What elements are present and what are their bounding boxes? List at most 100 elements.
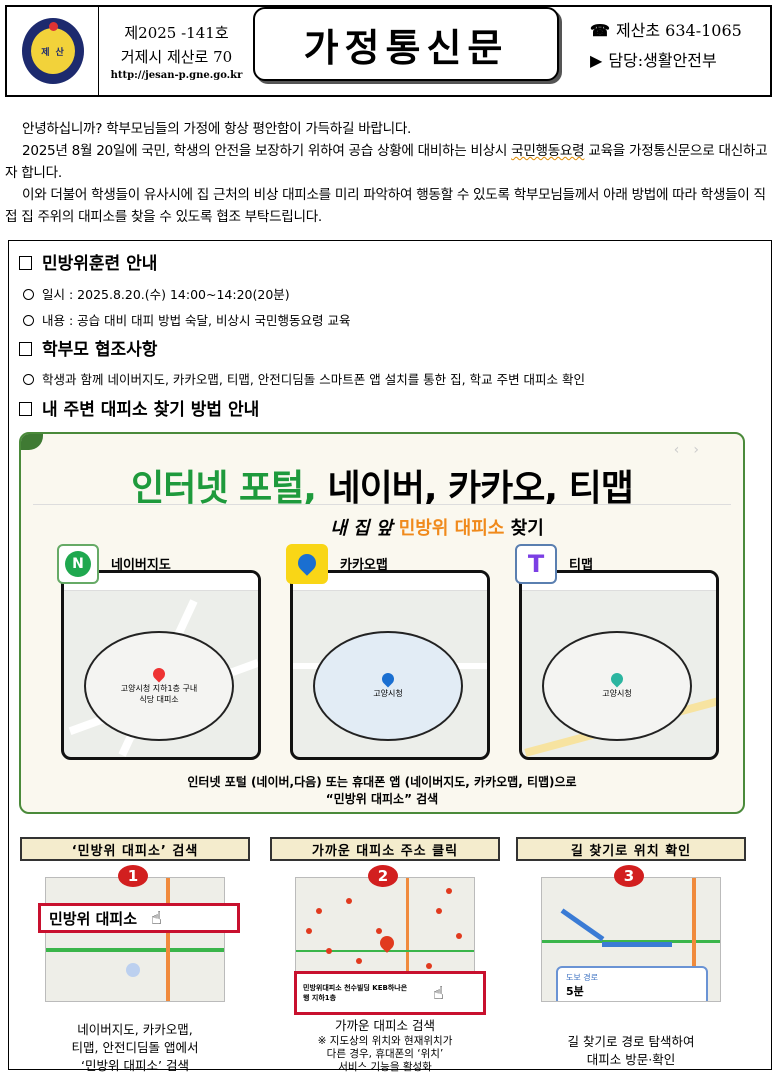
poster-subtitle: 내 집 앞 민방위 대피소 찾기 bbox=[21, 514, 743, 540]
hand-pointer-icon: ☝ bbox=[433, 982, 444, 1004]
sub-orange: 민방위 대피소 bbox=[398, 518, 505, 539]
map-pin-icon bbox=[150, 665, 168, 682]
hand-pointer-icon: ☝ bbox=[151, 907, 162, 929]
emblem-char: 산 bbox=[55, 47, 64, 58]
step-1: ‘민방위 대피소’ 검색 1 민방위 대피소☝ 네이버지도, 카카오맵, 티맵,… bbox=[20, 837, 250, 1075]
caption-line: “민방위 대피소” 검색 bbox=[325, 792, 439, 806]
item-text: 학생과 함께 네이버지도, 카카오맵, 티맵, 안전디딤돌 스마트폰 앱 설치를… bbox=[42, 372, 586, 387]
search-box-highlight: 민방위 대피소☝ bbox=[38, 903, 240, 933]
heading-text: 학부모 협조사항 bbox=[42, 340, 158, 360]
icon-letter: T bbox=[527, 550, 545, 578]
checkbox-square-icon bbox=[19, 256, 32, 270]
step-number-badge: 1 bbox=[118, 865, 148, 887]
kakao-map-icon bbox=[286, 544, 328, 584]
text: 국민행동요령 bbox=[511, 143, 585, 159]
phone-icon: ☎ bbox=[590, 21, 610, 40]
step-number-badge: 3 bbox=[614, 865, 644, 887]
map-pin-icon bbox=[379, 670, 397, 688]
route-time: 5분 bbox=[566, 985, 584, 998]
list-item: 일시 : 2025.8.20.(수) 14:00~14:20(20분) bbox=[23, 284, 290, 303]
issue-info: 제2025 -141호 거제시 제산로 70 http://jesan-p.gn… bbox=[99, 7, 254, 95]
phone-screenshot: 고양시청 bbox=[290, 570, 490, 760]
phone-number: 제산초 634-1065 bbox=[615, 21, 742, 40]
phone-screenshot: 고양시청 bbox=[519, 570, 719, 760]
title-green: 인터넷 포털, bbox=[131, 468, 317, 509]
list-item: 내용 : 공습 대비 대피 방법 숙달, 비상시 국민행동요령 교육 bbox=[23, 310, 350, 329]
magnifier-lens: 고양시청 bbox=[313, 631, 463, 741]
sub-end: 찾기 bbox=[510, 518, 544, 539]
tmap-icon: T bbox=[515, 544, 557, 584]
department: 담당:생활안전부 bbox=[608, 51, 717, 70]
text: 2025년 8월 20일에 국민, 학생의 안전을 보장하기 위하여 공습 상황… bbox=[22, 143, 512, 159]
triangle-right-icon: ▶ bbox=[590, 51, 603, 70]
step-caption: 길 찾기로 경로 탐색하여 대피소 방문·확인 bbox=[516, 1033, 746, 1069]
app-naver-map: 고양시청 지하1층 구내식당 대피소 N 네이버지도 bbox=[57, 544, 267, 769]
shelter-result-highlight: 민방위대피소 천수빌딩 KEB하나은행 지하1층☝ bbox=[294, 971, 486, 1015]
section-heading: 민방위훈련 안내 bbox=[19, 249, 157, 274]
magnifier-lens: 고양시청 지하1층 구내식당 대피소 bbox=[84, 631, 234, 741]
intro-paragraph: 2025년 8월 20일에 국민, 학생의 안전을 보장하기 위하여 공습 상황… bbox=[5, 140, 775, 184]
caption-line: 대피소 방문·확인 bbox=[586, 1052, 676, 1067]
map-screenshot bbox=[45, 877, 225, 1002]
app-name: 카카오맵 bbox=[340, 558, 388, 573]
step-caption: 가까운 대피소 검색 ※ 지도상의 위치와 현재위치가 다른 경우, 휴대폰의 … bbox=[270, 1017, 500, 1074]
step-3: 길 찾기로 위치 확인 3 도보 경로 5분 길 찾기로 경로 탐색하여 대피소… bbox=[516, 837, 746, 1072]
item-text: 내용 : 공습 대비 대피 방법 숙달, 비상시 국민행동요령 교육 bbox=[42, 313, 351, 328]
intro-text: 안녕하십니까? 학부모님들의 가정에 항상 평안함이 가득하길 바랍니다. 20… bbox=[5, 118, 775, 228]
circle-bullet-icon bbox=[23, 374, 34, 385]
checkbox-square-icon bbox=[19, 402, 32, 416]
step-caption: 네이버지도, 카카오맵, 티맵, 안전디딤돌 앱에서 ‘민방위 대피소’ 검색 bbox=[20, 1021, 250, 1075]
poster-caption: 인터넷 포털 (네이버,다음) 또는 휴대폰 앱 (네이버지도, 카카오맵, 티… bbox=[21, 774, 743, 808]
step-2: 가까운 대피소 주소 클릭 2 민방위대피소 천수빌딩 KEB하나은행 지하1층… bbox=[270, 837, 500, 1074]
app-kakao-map: 고양시청 카카오맵 bbox=[286, 544, 496, 769]
caption-line: 네이버지도, 카카오맵, bbox=[77, 1022, 193, 1037]
step-label: 길 찾기로 위치 확인 bbox=[516, 837, 746, 861]
circle-bullet-icon bbox=[23, 289, 34, 300]
caption-line: ‘민방위 대피소’ 검색 bbox=[81, 1058, 189, 1073]
school-address: 거제시 제산로 70 bbox=[120, 47, 233, 66]
app-name: 네이버지도 bbox=[111, 558, 171, 573]
step-label: 가까운 대피소 주소 클릭 bbox=[270, 837, 500, 861]
map-pin-icon bbox=[608, 670, 626, 688]
note-line: 서비스 기능을 활성화 bbox=[338, 1061, 432, 1073]
step-number-badge: 2 bbox=[368, 865, 398, 887]
app-name: 티맵 bbox=[569, 558, 593, 573]
emblem-char: 제 bbox=[41, 47, 50, 58]
route-title: 도보 경로 bbox=[566, 973, 598, 982]
walking-route-card: 도보 경로 5분 bbox=[556, 966, 708, 1001]
caption-line: 티맵, 안전디딤돌 앱에서 bbox=[71, 1040, 199, 1055]
lens-text: 고양시청 bbox=[602, 689, 632, 698]
school-url[interactable]: http://jesan-p.gne.go.kr bbox=[110, 69, 243, 81]
checkbox-square-icon bbox=[19, 342, 32, 356]
lens-text: 고양시청 지하1층 구내식당 대피소 bbox=[120, 683, 198, 704]
leaf-decoration bbox=[21, 434, 43, 450]
circle-bullet-icon bbox=[23, 315, 34, 326]
carousel-arrows-icon: ‹› bbox=[673, 442, 713, 458]
content-box: 민방위훈련 안내 일시 : 2025.8.20.(수) 14:00~14:20(… bbox=[8, 240, 772, 1075]
section-heading: 학부모 협조사항 bbox=[19, 335, 157, 360]
magnifier-lens: 고양시청 bbox=[542, 631, 692, 741]
contact-info: ☎ 제산초 634-1065 ▶ 담당:생활안전부 bbox=[590, 16, 742, 76]
icon-letter: N bbox=[65, 551, 91, 577]
note-line: ※ 지도상의 위치와 현재위치가 bbox=[317, 1035, 453, 1047]
text: 교육을 가정통신문으로 대신하고자 합니다. bbox=[5, 143, 768, 181]
naver-map-icon: N bbox=[57, 544, 99, 584]
section-heading: 내 주변 대피소 찾기 방법 안내 bbox=[19, 395, 259, 420]
list-item: 학생과 함께 네이버지도, 카카오맵, 티맵, 안전디딤돌 스마트폰 앱 설치를… bbox=[23, 369, 585, 388]
note-line: 다른 경우, 휴대폰의 ‘위치’ bbox=[326, 1048, 444, 1060]
lens-text: 고양시청 bbox=[373, 689, 403, 698]
shelter-search-poster: ‹› 인터넷 포털, 네이버, 카카오, 티맵 내 집 앞 민방위 대피소 찾기… bbox=[19, 432, 745, 814]
app-tmap: 고양시청 T 티맵 bbox=[515, 544, 725, 769]
heading-text: 민방위훈련 안내 bbox=[42, 254, 158, 274]
phone-screenshot: 고양시청 지하1층 구내식당 대피소 bbox=[61, 570, 261, 760]
title-black: 네이버, 카카오, 티맵 bbox=[315, 468, 633, 509]
caption-line: 가까운 대피소 검색 bbox=[335, 1018, 435, 1033]
sub-hand: 내 집 앞 bbox=[330, 518, 393, 539]
heading-text: 내 주변 대피소 찾기 방법 안내 bbox=[42, 400, 260, 420]
caption-line: 인터넷 포털 (네이버,다음) 또는 휴대폰 앱 (네이버지도, 카카오맵, 티… bbox=[187, 775, 577, 789]
map-screenshot: 도보 경로 5분 bbox=[541, 877, 721, 1002]
item-text: 일시 : 2025.8.20.(수) 14:00~14:20(20분) bbox=[42, 287, 290, 302]
